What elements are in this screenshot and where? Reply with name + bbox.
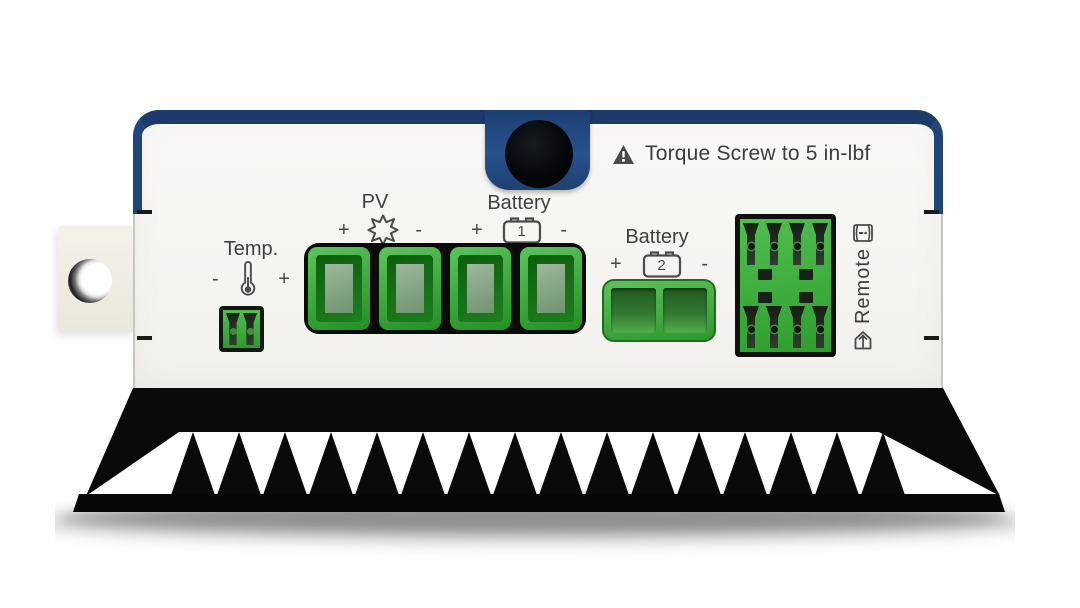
pv-plus-socket bbox=[308, 247, 370, 330]
pv-plus-label: + bbox=[338, 218, 350, 241]
torque-warning-text: Torque Screw to 5 in-lbf bbox=[645, 142, 871, 165]
battery1-number: 1 bbox=[517, 223, 526, 240]
manual-info-icon bbox=[853, 224, 873, 242]
battery1-minus-socket bbox=[520, 247, 582, 330]
sun-icon bbox=[367, 214, 398, 246]
remote-port-group: Remote bbox=[845, 221, 881, 353]
battery1-plus-label: + bbox=[471, 218, 483, 241]
temp-polarity: - + bbox=[212, 260, 290, 298]
temp-plus-label: + bbox=[278, 267, 290, 290]
battery1-port-label: Battery bbox=[487, 192, 551, 214]
knob-hole bbox=[505, 120, 573, 188]
heatsink-fins bbox=[170, 432, 906, 498]
temp-terminal-pin bbox=[243, 313, 257, 345]
remote-pin-row-top bbox=[743, 223, 828, 265]
battery2-plus-socket bbox=[611, 288, 656, 333]
heatsink-base bbox=[73, 494, 1005, 512]
mounting-flange bbox=[58, 226, 136, 332]
remote-terminal-pin bbox=[789, 223, 805, 265]
heatsink-body bbox=[86, 388, 1000, 496]
case-notch bbox=[924, 336, 939, 340]
case-notch bbox=[137, 336, 152, 340]
remote-pin-row-bottom bbox=[743, 306, 828, 348]
case-notch bbox=[924, 210, 939, 214]
remote-mid-slot bbox=[758, 269, 772, 280]
battery1-polarity: + 1 - bbox=[471, 213, 567, 247]
battery2-icon: 2 bbox=[641, 249, 683, 279]
battery2-plus-label: + bbox=[610, 252, 622, 275]
warning-triangle-icon bbox=[613, 144, 634, 164]
torque-warning: Torque Screw to 5 in-lbf bbox=[612, 142, 870, 166]
pv-port-label: PV bbox=[361, 191, 389, 213]
case-notch bbox=[137, 210, 152, 214]
remote-port-label: Remote bbox=[851, 247, 874, 325]
temp-terminal bbox=[219, 306, 264, 352]
pv-battery1-terminal bbox=[304, 243, 586, 334]
heatsink bbox=[55, 388, 1015, 546]
battery1-minus-label: - bbox=[560, 218, 567, 241]
remote-terminal-pin bbox=[766, 223, 782, 265]
battery1-plus-socket bbox=[449, 247, 512, 330]
battery2-port-label: Battery bbox=[625, 226, 689, 248]
remote-mid-slot bbox=[799, 269, 813, 280]
remote-terminal-pin bbox=[812, 306, 828, 348]
thermometer-icon bbox=[241, 261, 256, 296]
temp-terminal-pin bbox=[226, 313, 240, 345]
temp-minus-label: - bbox=[212, 267, 219, 290]
remote-terminal-pin bbox=[766, 306, 782, 348]
remote-terminal-pin bbox=[743, 306, 759, 348]
battery2-minus-label: - bbox=[701, 252, 708, 275]
battery2-terminal bbox=[602, 279, 716, 342]
left-case-seam bbox=[133, 214, 135, 388]
battery2-polarity: + 2 - bbox=[610, 247, 708, 281]
remote-terminal bbox=[735, 214, 836, 357]
remote-cable-arrow-icon bbox=[854, 331, 872, 350]
remote-mid-slot bbox=[758, 292, 772, 303]
battery2-number: 2 bbox=[657, 257, 666, 274]
remote-terminal-pin bbox=[789, 306, 805, 348]
pv-minus-label: - bbox=[415, 218, 422, 241]
remote-mid-slot bbox=[799, 292, 813, 303]
right-case-seam bbox=[941, 214, 943, 388]
battery1-icon: 1 bbox=[501, 215, 543, 245]
battery2-minus-socket bbox=[662, 288, 707, 333]
remote-terminal-pin bbox=[743, 223, 759, 265]
mounting-screw-hole bbox=[68, 259, 112, 303]
temp-port-label: Temp. bbox=[223, 238, 279, 260]
remote-terminal-pin bbox=[812, 223, 828, 265]
pv-minus-socket bbox=[378, 247, 441, 330]
